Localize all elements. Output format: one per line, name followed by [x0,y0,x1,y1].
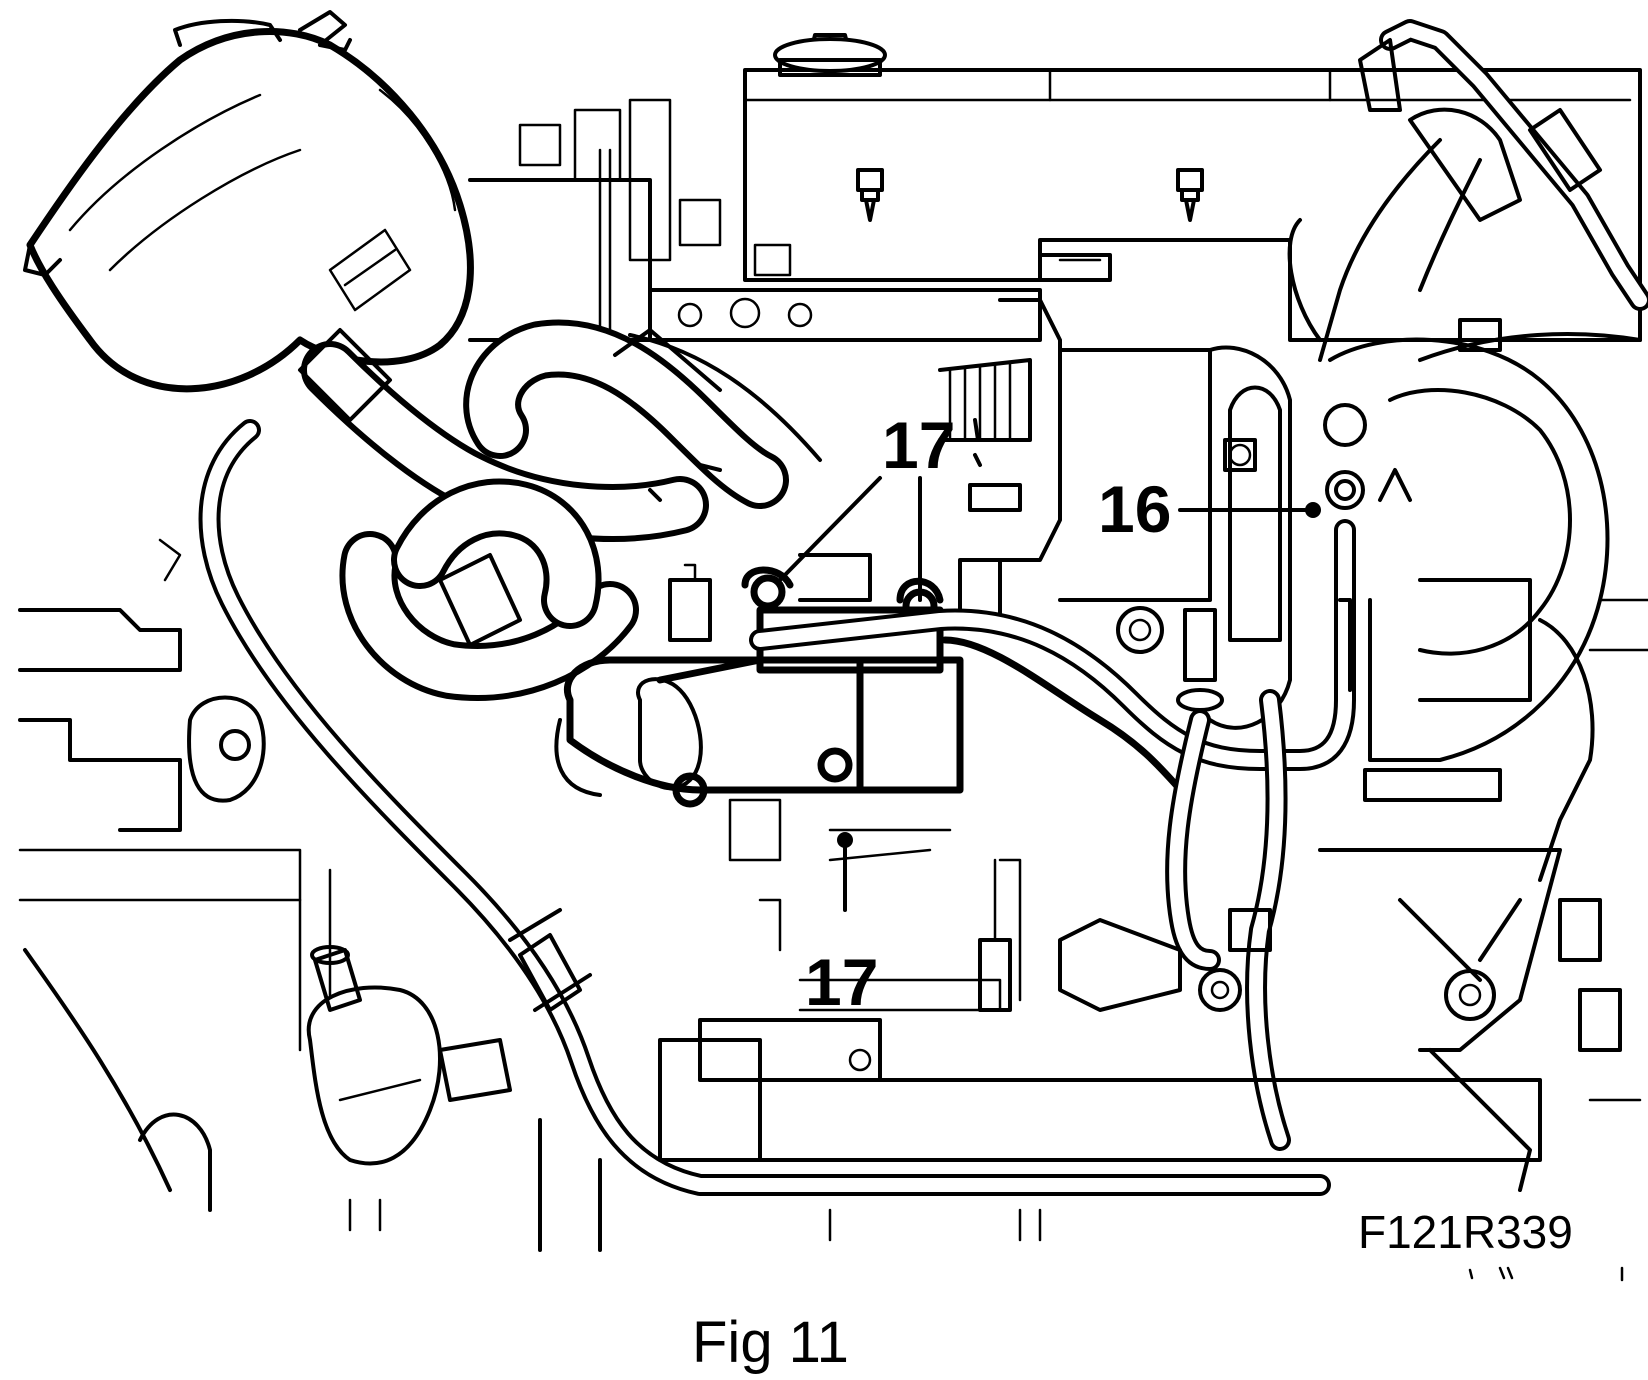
egr-pipe [656,519,1356,771]
expansion-tank [23,10,474,393]
callout-17-top: 17 [882,408,955,482]
coolant-hoses [298,319,822,701]
engine-mount-right [1318,848,1642,1192]
turbocharger [1323,337,1648,882]
oil-lines [978,689,1291,1151]
leader-lines [778,418,1321,912]
pipe-clamps [1334,468,1412,692]
callout-16: 16 [1098,472,1171,546]
reference-marks [1468,1266,1624,1282]
vacuum-valve [306,945,512,1232]
coolant-pipe-left [198,419,1331,1196]
throttle-assembly [554,606,1194,808]
head-bracket [468,98,792,342]
reference-code: F121R339 [1358,1206,1573,1258]
exhaust-manifold [938,298,1292,730]
figure-caption: Fig 11 [692,1310,849,1375]
lower-frame [538,798,1542,1252]
right-top-hoses [1287,19,1648,362]
left-bodywork [18,538,332,1212]
oil-filler-cap [773,33,887,77]
callout-17-bottom: 17 [805,945,878,1019]
head-bolts [856,168,1204,222]
